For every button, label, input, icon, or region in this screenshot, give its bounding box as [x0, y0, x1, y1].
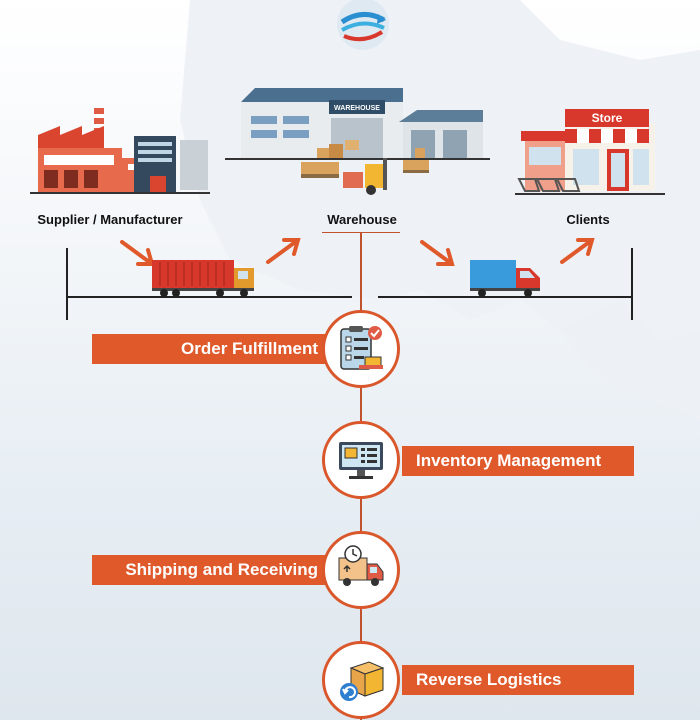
process-banner-order-fulfillment: Order Fulfillment — [92, 334, 332, 364]
stage-label-warehouse: Warehouse — [327, 212, 397, 227]
flow-tick-right — [631, 248, 633, 320]
process-node-inventory-management — [322, 421, 400, 499]
process-node-order-fulfillment — [322, 310, 400, 388]
clipboard-checklist-icon — [340, 326, 383, 370]
blue-delivery-truck — [468, 258, 544, 298]
process-banner-inventory-management: Inventory Management — [402, 446, 634, 476]
arrow-right-down-icon — [418, 238, 458, 268]
process-node-shipping-and-receiving — [322, 531, 400, 609]
stage-label-supplier: Supplier / Manufacturer — [37, 212, 183, 227]
process-banner-reverse-logistics: Reverse Logistics — [402, 665, 634, 695]
flow-tick-left — [66, 248, 68, 320]
warehouse-sign: WAREHOUSE — [334, 105, 380, 112]
monitor-inventory-icon — [339, 442, 383, 479]
warehouse-illustration: WAREHOUSE — [225, 82, 490, 200]
stage-label-clients: Clients — [566, 212, 610, 227]
red-container-truck — [150, 258, 258, 298]
warehouse-underline — [322, 232, 400, 233]
return-box-icon — [340, 661, 385, 701]
logo — [328, 0, 398, 60]
arrow-right-up-icon — [264, 236, 304, 266]
arrow-right-up-icon — [558, 236, 598, 266]
factory-illustration — [30, 100, 210, 195]
store-sign: Store — [592, 111, 623, 125]
store-illustration: Store — [515, 105, 665, 203]
flow-line-left — [66, 296, 352, 298]
process-banner-shipping-and-receiving: Shipping and Receiving — [92, 555, 332, 585]
flow-line-right — [378, 296, 633, 298]
delivery-truck-icon — [338, 545, 384, 586]
process-node-reverse-logistics — [322, 641, 400, 719]
